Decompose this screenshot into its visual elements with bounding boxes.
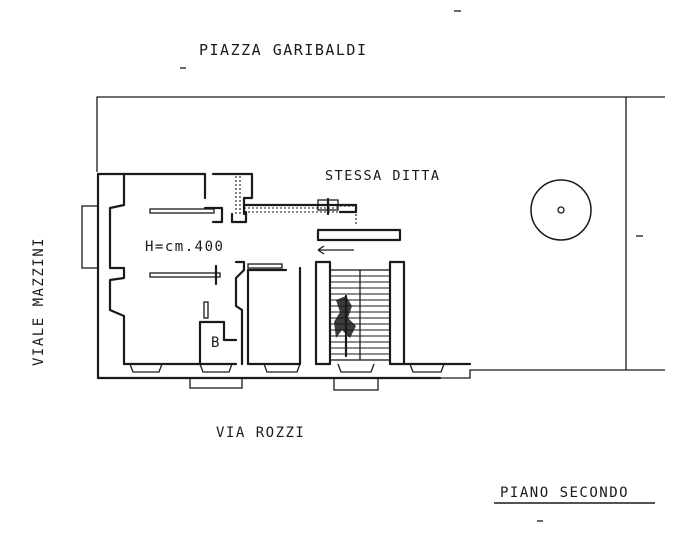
neighbor-label: STESSA DITTA <box>325 168 441 184</box>
north-street-label: PIAZZA GARIBALDI <box>199 41 368 59</box>
interior-partitions <box>149 197 357 319</box>
staircase <box>329 269 391 361</box>
apartment-walls <box>96 172 472 380</box>
courtyard-tree-symbol <box>530 179 592 241</box>
west-street-label: VIALE MAZZINI <box>31 237 47 366</box>
room-b-label: B <box>211 335 221 351</box>
floor-title: PIANO SECONDO <box>500 485 629 501</box>
balconies <box>81 205 379 391</box>
south-street-label: VIA ROZZI <box>216 425 305 441</box>
ceiling-height-label: H=cm.400 <box>145 239 224 255</box>
window-bays <box>129 363 445 373</box>
